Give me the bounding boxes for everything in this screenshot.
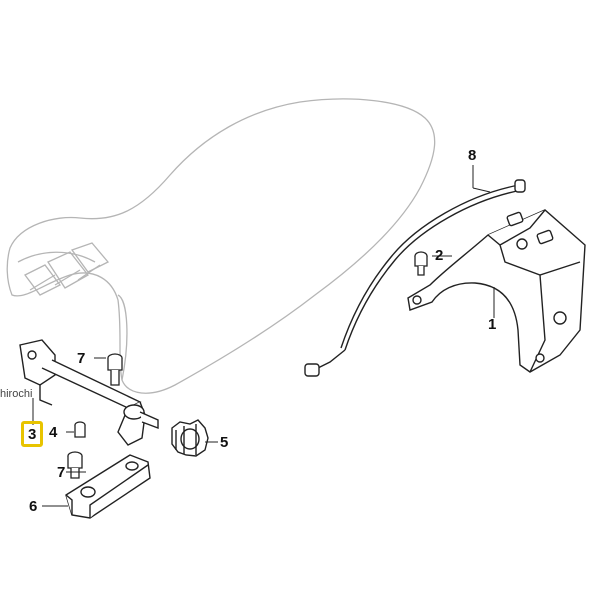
screw-part-7-lower bbox=[67, 451, 83, 479]
callout-3: 3 bbox=[28, 426, 37, 443]
watermark-text: hirochi bbox=[0, 388, 33, 400]
callout-7-lower: 7 bbox=[57, 464, 66, 481]
callout-8: 8 bbox=[468, 147, 477, 164]
screw-part-7-upper bbox=[107, 353, 123, 386]
callout-6: 6 bbox=[29, 498, 38, 515]
callout-7-upper: 7 bbox=[77, 350, 86, 367]
callout-1: 1 bbox=[488, 316, 497, 333]
lever-part-3 bbox=[19, 339, 159, 446]
callout-highlight-box bbox=[21, 421, 43, 447]
gear-part-5 bbox=[171, 419, 209, 457]
seat-bracket-part-1 bbox=[407, 209, 586, 373]
callout-4: 4 bbox=[49, 424, 58, 441]
seat-outline bbox=[6, 98, 436, 394]
base-plate-part-6 bbox=[65, 454, 151, 519]
screw-part-2 bbox=[414, 251, 428, 276]
cable-part-8 bbox=[304, 179, 526, 377]
leader-lines bbox=[32, 165, 495, 507]
callout-5: 5 bbox=[220, 434, 229, 451]
bolt-part-4 bbox=[74, 421, 86, 438]
callout-2: 2 bbox=[435, 247, 444, 264]
